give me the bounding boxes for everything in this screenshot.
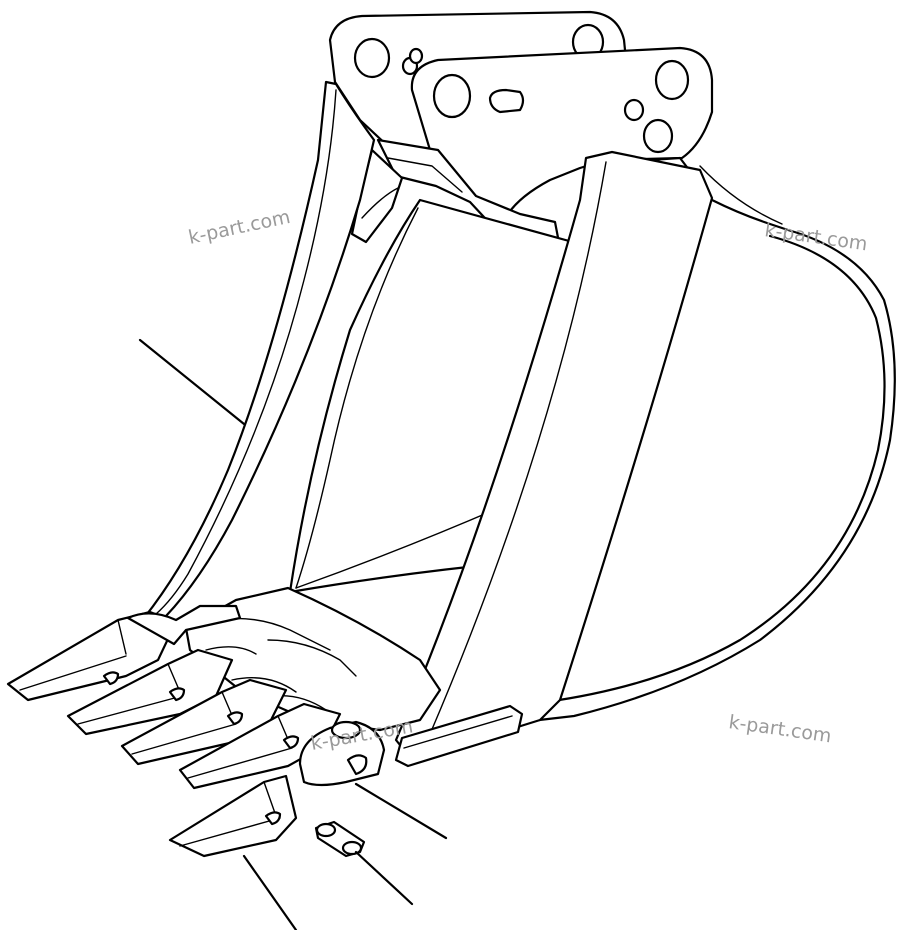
mounting-bracket-front [410,46,714,216]
bucket-right-edge-strip [394,150,714,762]
leader-line-pin [354,850,414,906]
side-cutter [394,704,524,768]
watermark-text-1: k-part.com [186,206,292,249]
leader-lines [138,338,448,930]
pin-hole-front-right [654,59,690,101]
tooth-installed-3 [120,678,288,766]
leader-line-tooth [242,854,298,930]
pin-hole-rear-left [353,37,391,79]
tooth-adapter-corner [298,720,386,787]
watermarks: k-part.com k-part.com k-part.com k-part.… [186,206,868,755]
watermark-text-3: k-part.com [727,711,833,747]
leader-line-bucket [138,338,246,426]
top-cross-plate [350,138,562,250]
tooth-installed-2 [66,648,234,736]
pin-hole-front-left [432,73,472,119]
leader-line-adapter [354,782,448,840]
spare-tooth [168,774,298,858]
boss-front-right [642,118,674,154]
tooth-pin [314,820,366,858]
bucket-left-side-plate [142,80,376,620]
tooth-installed-1 [6,604,242,702]
